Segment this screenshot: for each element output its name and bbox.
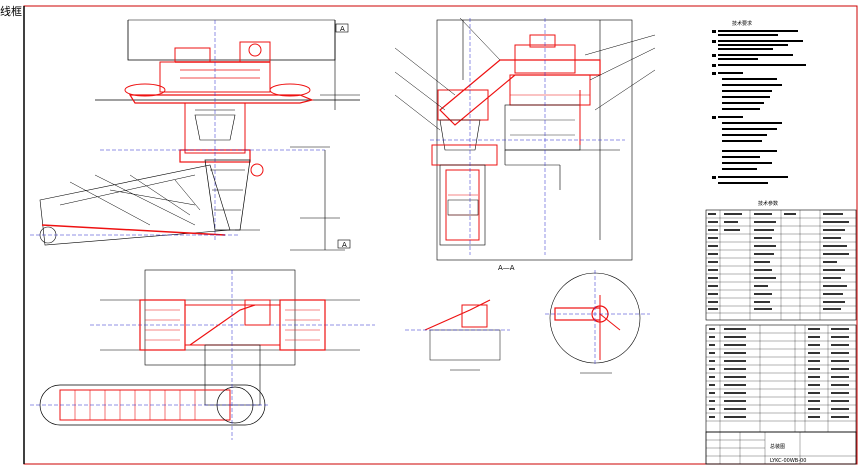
- drawing-code: LYKC-00WB-00: [770, 458, 806, 464]
- tech-requirements-title: 技术要求: [732, 20, 752, 27]
- detail-view-2: [545, 270, 650, 374]
- top-left-elevation-view: A: [95, 19, 360, 240]
- view-marker-a-lower: A: [342, 241, 347, 249]
- title-block: 总装图 LYKC-00WB-00: [705, 431, 857, 465]
- boom-chute-view: A: [30, 150, 351, 251]
- drawing-name: 总装图: [770, 443, 785, 450]
- tech-requirements-block: 技术要求: [712, 20, 806, 184]
- parameters-table: 技术参数: [705, 200, 857, 321]
- detail-view-1: [405, 299, 510, 371]
- section-label-a-a: A—A: [498, 264, 515, 272]
- params-table-title: 技术参数: [758, 200, 778, 207]
- section-a-a-view: A—A: [394, 17, 656, 272]
- frame-corner-text: 线框: [0, 5, 22, 18]
- parts-list-table: [705, 324, 857, 433]
- plan-view: [30, 269, 375, 440]
- view-marker-a-top: A: [340, 25, 345, 33]
- sheet-border: [23, 5, 858, 465]
